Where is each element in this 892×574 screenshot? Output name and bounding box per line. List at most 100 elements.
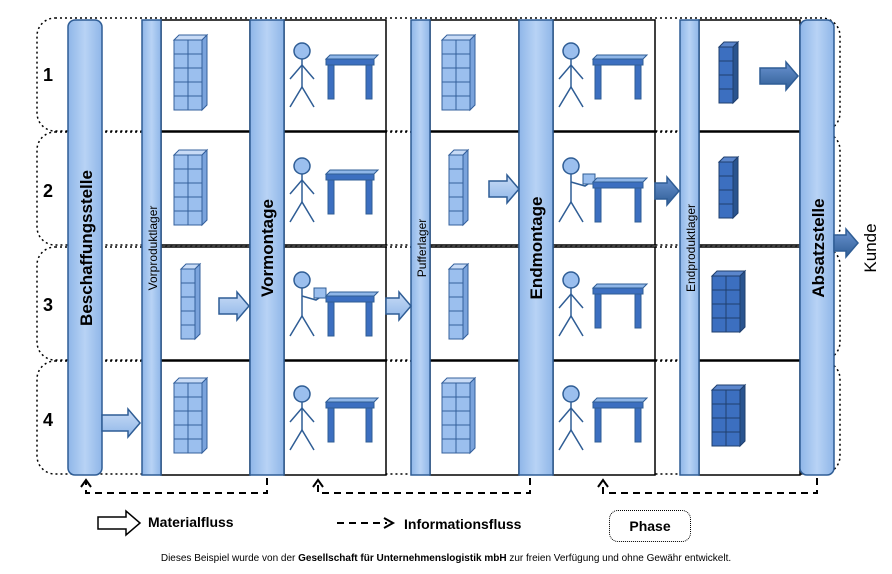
- stack-side: [201, 148, 208, 227]
- cell: [698, 131, 801, 246]
- stack-block: [711, 431, 727, 447]
- bench-leg: [594, 407, 602, 443]
- worker-icon: [558, 157, 596, 223]
- footer-note: Dieses Beispiel wurde von der Gesellscha…: [0, 553, 892, 564]
- bench-leg: [594, 64, 602, 100]
- stack-side: [201, 376, 208, 455]
- bench-front: [592, 181, 644, 189]
- stack-block: [455, 39, 471, 55]
- storage-stack-icon: [440, 376, 477, 455]
- worker-head: [562, 271, 580, 289]
- workbench-icon: [324, 397, 380, 443]
- arrow-shape: [488, 172, 520, 206]
- worker-icon: [289, 271, 327, 337]
- workbench-icon: [591, 283, 649, 329]
- bench-leg: [365, 179, 373, 215]
- row-label-4: 4: [43, 410, 53, 430]
- stack-block: [173, 382, 189, 398]
- stack-block: [718, 203, 734, 219]
- bar-endmontage: [518, 19, 554, 476]
- worker-legs: [558, 314, 584, 337]
- stack-block: [180, 268, 196, 284]
- stack-block: [718, 46, 734, 62]
- stack-block: [180, 296, 196, 312]
- stack-block: [455, 396, 471, 412]
- bench-leg: [365, 407, 373, 443]
- worker-head: [562, 385, 580, 403]
- info-flow-absatz-to-endmontage: [602, 478, 818, 494]
- stack-block: [718, 60, 734, 76]
- bench-leg: [327, 64, 335, 100]
- bar-vormontage: [249, 19, 285, 476]
- info-arrowhead-icon: [80, 478, 92, 488]
- stack-block: [173, 67, 189, 83]
- stack-block: [187, 81, 203, 97]
- legend-information-label: Informationsfluss: [404, 516, 522, 532]
- bench-front: [592, 287, 644, 295]
- stack-block: [725, 317, 741, 333]
- stack-block: [718, 74, 734, 90]
- info-flow-vormontage-to-beschaffung: [85, 478, 268, 494]
- worker-icon: [558, 271, 584, 337]
- worker-icon: [289, 157, 315, 223]
- information-flow-lines: [85, 478, 818, 494]
- material-flow-arrow-icon: [218, 289, 250, 323]
- stack-block: [711, 317, 727, 333]
- legend-information-arrowhead-icon: [383, 517, 396, 529]
- workbench-icon: [324, 291, 380, 337]
- bench-leg: [594, 187, 602, 223]
- worker-head: [293, 271, 311, 289]
- material-flow-arrow-icon: [101, 406, 141, 440]
- stack-block: [448, 282, 464, 298]
- bench-top: [324, 397, 380, 403]
- stack-block: [441, 438, 457, 454]
- stack-side: [469, 376, 476, 455]
- stack-block: [711, 275, 727, 291]
- stack-block: [173, 154, 189, 170]
- stack-block: [711, 417, 727, 433]
- storage-stack-icon: [179, 262, 202, 341]
- stack-side: [739, 269, 746, 334]
- bench-leg: [634, 64, 642, 100]
- station-bars: [67, 19, 835, 476]
- label-endproduktlager: Endproduktlager: [684, 204, 698, 292]
- stack-block: [187, 424, 203, 440]
- storage-stack-icon: [172, 376, 209, 455]
- workpiece-icon: [313, 287, 327, 299]
- arrow-shape: [385, 289, 412, 323]
- workbench-icon: [324, 54, 380, 100]
- worker-head: [293, 157, 311, 175]
- storage-stack-icon: [717, 40, 740, 105]
- information-flow-heads: [80, 478, 609, 488]
- stack-block: [725, 275, 741, 291]
- stack-block: [455, 438, 471, 454]
- stack-block: [455, 424, 471, 440]
- bench-top: [324, 169, 380, 175]
- stack-block: [711, 289, 727, 305]
- stack-side: [194, 262, 201, 341]
- stack-block: [455, 95, 471, 111]
- legend-material-arrow-icon: [97, 509, 142, 537]
- workbench-icon: [324, 169, 380, 215]
- bench-leg: [634, 293, 642, 329]
- worker-legs: [558, 428, 584, 451]
- storage-stack-icon: [717, 155, 740, 220]
- footer-organisation: Gesellschaft für Unternehmenslogistik mb…: [298, 553, 507, 564]
- material-flow-arrow-icon: [654, 174, 680, 208]
- stack-block: [180, 310, 196, 326]
- stack-block: [448, 196, 464, 212]
- stack-block: [718, 175, 734, 191]
- material-flow-arrow-icon: [488, 172, 520, 206]
- info-arrowhead-icon: [597, 478, 609, 488]
- stack-side: [201, 33, 208, 112]
- label-absatzstelle: Absatzstelle: [809, 198, 828, 297]
- footer-prefix: Dieses Beispiel wurde von der: [160, 553, 299, 564]
- bar-beschaffungsstelle: [67, 19, 103, 476]
- stack-block: [173, 53, 189, 69]
- stack-block: [448, 210, 464, 226]
- stack-side: [732, 40, 739, 105]
- stack-block: [711, 403, 727, 419]
- bench-front: [325, 401, 375, 409]
- worker-legs: [558, 85, 584, 108]
